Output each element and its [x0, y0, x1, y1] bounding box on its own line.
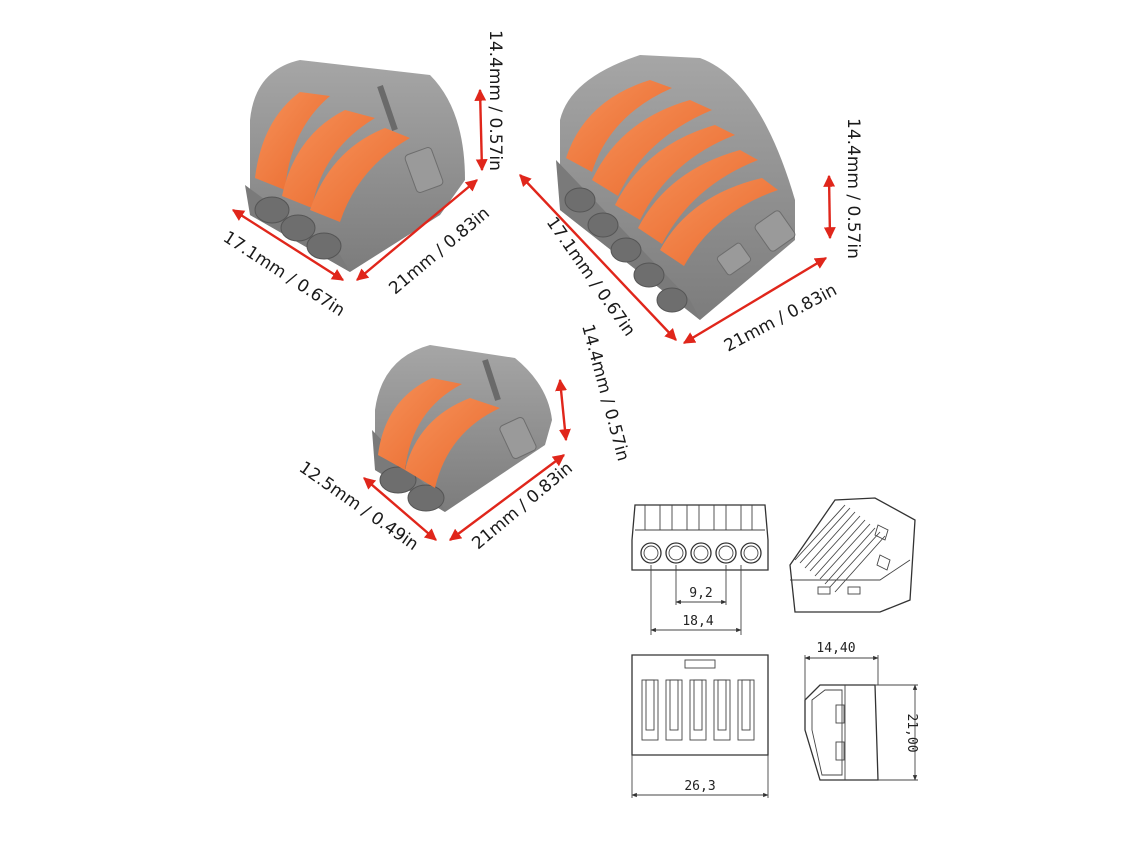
- dimension-arrows-3-way: [231, 88, 488, 282]
- front-view: 9,2 18,4: [631, 504, 769, 635]
- dimension-arrows-5-way: [519, 174, 836, 345]
- pitch-dimension: 9,2: [689, 586, 712, 601]
- orange-levers: [378, 378, 500, 488]
- height-label-5-way: 14.4mm / 0.57in: [843, 118, 863, 259]
- isometric-view: [789, 497, 916, 613]
- technical-drawing: 9,2 18,4: [631, 497, 919, 798]
- front-view-holes: [640, 542, 762, 564]
- front-width-dimension: 18,4: [682, 614, 713, 629]
- height-label-2-way: 14.4mm / 0.57in: [577, 322, 633, 463]
- side-depth-dimension: 21,00: [904, 713, 919, 752]
- connector-3-way: [245, 60, 465, 272]
- dimension-arrows-2-way: [363, 378, 571, 541]
- top-view: 26,3: [631, 654, 769, 798]
- depth-label-5-way: 21mm / 0.83in: [721, 280, 840, 356]
- connector-2-way: [372, 345, 552, 512]
- side-view: 14,40 21,00: [804, 641, 919, 781]
- orange-levers: [255, 92, 410, 222]
- height-label-3-way: 14.4mm / 0.57in: [485, 30, 505, 171]
- side-height-dimension: 14,40: [816, 641, 855, 656]
- top-width-dimension: 26,3: [684, 779, 715, 794]
